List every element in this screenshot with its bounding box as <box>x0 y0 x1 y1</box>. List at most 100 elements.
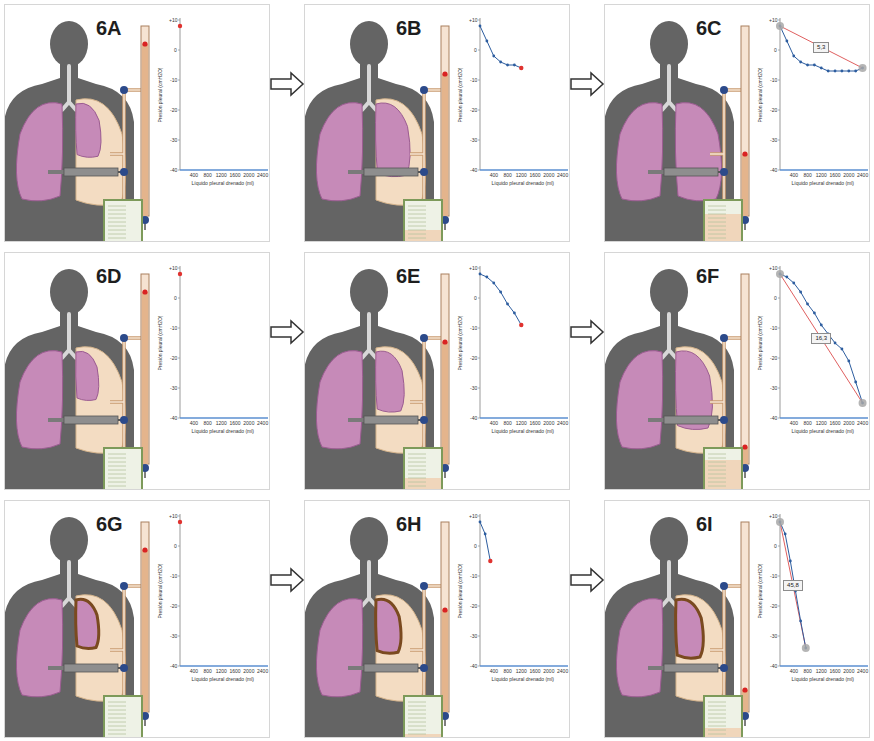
bag-graduation <box>108 702 126 703</box>
x-tick-label: 400 <box>190 420 198 426</box>
y-axis <box>180 514 181 666</box>
bag-graduation <box>408 206 426 207</box>
current-point <box>178 272 182 276</box>
meniscus-dot <box>742 444 747 449</box>
x-tick-label: 1200 <box>516 668 527 674</box>
data-point <box>179 25 182 28</box>
value-box: 45,8 <box>783 580 803 591</box>
y-tick-label: -20 <box>470 107 477 113</box>
drainage-illustration <box>604 4 870 242</box>
tick-mark <box>478 80 480 81</box>
syringe-plunger <box>648 418 664 422</box>
meniscus-dot <box>742 151 747 156</box>
bag-graduation <box>108 234 126 235</box>
trachea <box>662 562 676 606</box>
y-axis-title: Presión pleural (cmH2O) <box>756 315 762 370</box>
lung <box>16 351 62 449</box>
tick-mark <box>178 110 180 111</box>
y-tick-label: -30 <box>470 137 477 143</box>
tick-mark <box>778 576 780 577</box>
meniscus-dot <box>142 41 147 46</box>
drainage-bag <box>104 200 142 242</box>
drain-tube <box>110 586 142 696</box>
data-point <box>485 40 488 43</box>
elastance-line <box>780 522 806 648</box>
y-axis-title: Presión pleural (cmH2O) <box>456 315 462 370</box>
lung <box>616 103 662 201</box>
pleural-fluid <box>76 595 126 702</box>
bag-graduation <box>708 210 726 211</box>
tick-mark <box>778 418 780 419</box>
bag-graduation <box>408 714 426 715</box>
lung <box>16 103 62 201</box>
data-point <box>485 276 488 279</box>
y-axis-title: Presión pleural (cmH2O) <box>456 67 462 122</box>
bag-graduation <box>408 486 426 487</box>
flow-arrow <box>271 73 303 95</box>
head-silhouette <box>350 517 388 563</box>
x-axis-title: Líquido pleural drenado (ml) <box>792 180 855 186</box>
x-tick-label: 2000 <box>243 668 254 674</box>
x-tick-label: 1600 <box>230 668 241 674</box>
trachea <box>662 66 676 110</box>
bag-graduation <box>408 722 426 723</box>
end-point <box>859 399 867 407</box>
manometer-column <box>741 26 749 216</box>
data-point <box>499 61 502 64</box>
panel-box: 6FPresión pleural (cmH2O)Líquido pleural… <box>604 252 870 490</box>
bag-graduation <box>408 210 426 211</box>
x-tick-label: 1200 <box>816 172 827 178</box>
tick-mark <box>178 546 180 547</box>
lung <box>616 599 662 697</box>
x-tick-label: 2400 <box>257 172 268 178</box>
y-axis <box>480 514 481 666</box>
bag-graduation <box>408 238 426 239</box>
data-point <box>841 348 844 351</box>
tick-mark <box>178 298 180 299</box>
syringe-plunger <box>48 170 64 174</box>
tick-mark <box>178 576 180 577</box>
y-tick-label: 0 <box>774 543 777 549</box>
data-point <box>799 61 802 64</box>
bag-graduation <box>108 478 126 479</box>
bag-graduation <box>708 474 726 475</box>
data-point <box>513 64 516 67</box>
data-point <box>484 533 487 536</box>
value-text: 5,3 <box>817 44 825 51</box>
x-tick-label: 800 <box>504 420 512 426</box>
tick-mark <box>778 666 780 667</box>
drainage-bag <box>704 448 742 490</box>
trachea <box>362 562 376 606</box>
manometer-column <box>441 274 449 464</box>
stopcock <box>720 582 728 590</box>
syringe <box>364 168 418 176</box>
manometer-fluid <box>142 44 148 216</box>
lung <box>76 599 99 648</box>
tick-mark <box>178 328 180 329</box>
drained-fluid <box>705 728 741 738</box>
y-tick-label: +10 <box>469 265 477 271</box>
elastance-line <box>780 26 863 68</box>
tick-mark <box>778 268 780 269</box>
data-point <box>813 64 816 67</box>
x-tick-label: 2000 <box>543 420 554 426</box>
syringe <box>664 168 718 176</box>
tick-mark <box>778 358 780 359</box>
syringe <box>64 168 118 176</box>
drain-tube <box>710 586 742 696</box>
drain-tube <box>110 90 142 200</box>
drainage-illustration <box>304 500 570 738</box>
x-axis-title: Líquido pleural drenado (ml) <box>792 428 855 434</box>
head-silhouette <box>650 517 688 563</box>
x-axis-title: Líquido pleural drenado (ml) <box>192 428 255 434</box>
y-tick-label: -40 <box>170 663 177 669</box>
x-tick-label: 800 <box>804 172 812 178</box>
bag-graduation <box>708 706 726 707</box>
y-axis <box>480 18 481 170</box>
x-tick-label: 1200 <box>816 420 827 426</box>
tick-mark <box>178 140 180 141</box>
trachea <box>362 314 376 358</box>
panel-label: 6G <box>96 512 123 536</box>
y-axis-title: Presión pleural (cmH2O) <box>156 67 162 122</box>
